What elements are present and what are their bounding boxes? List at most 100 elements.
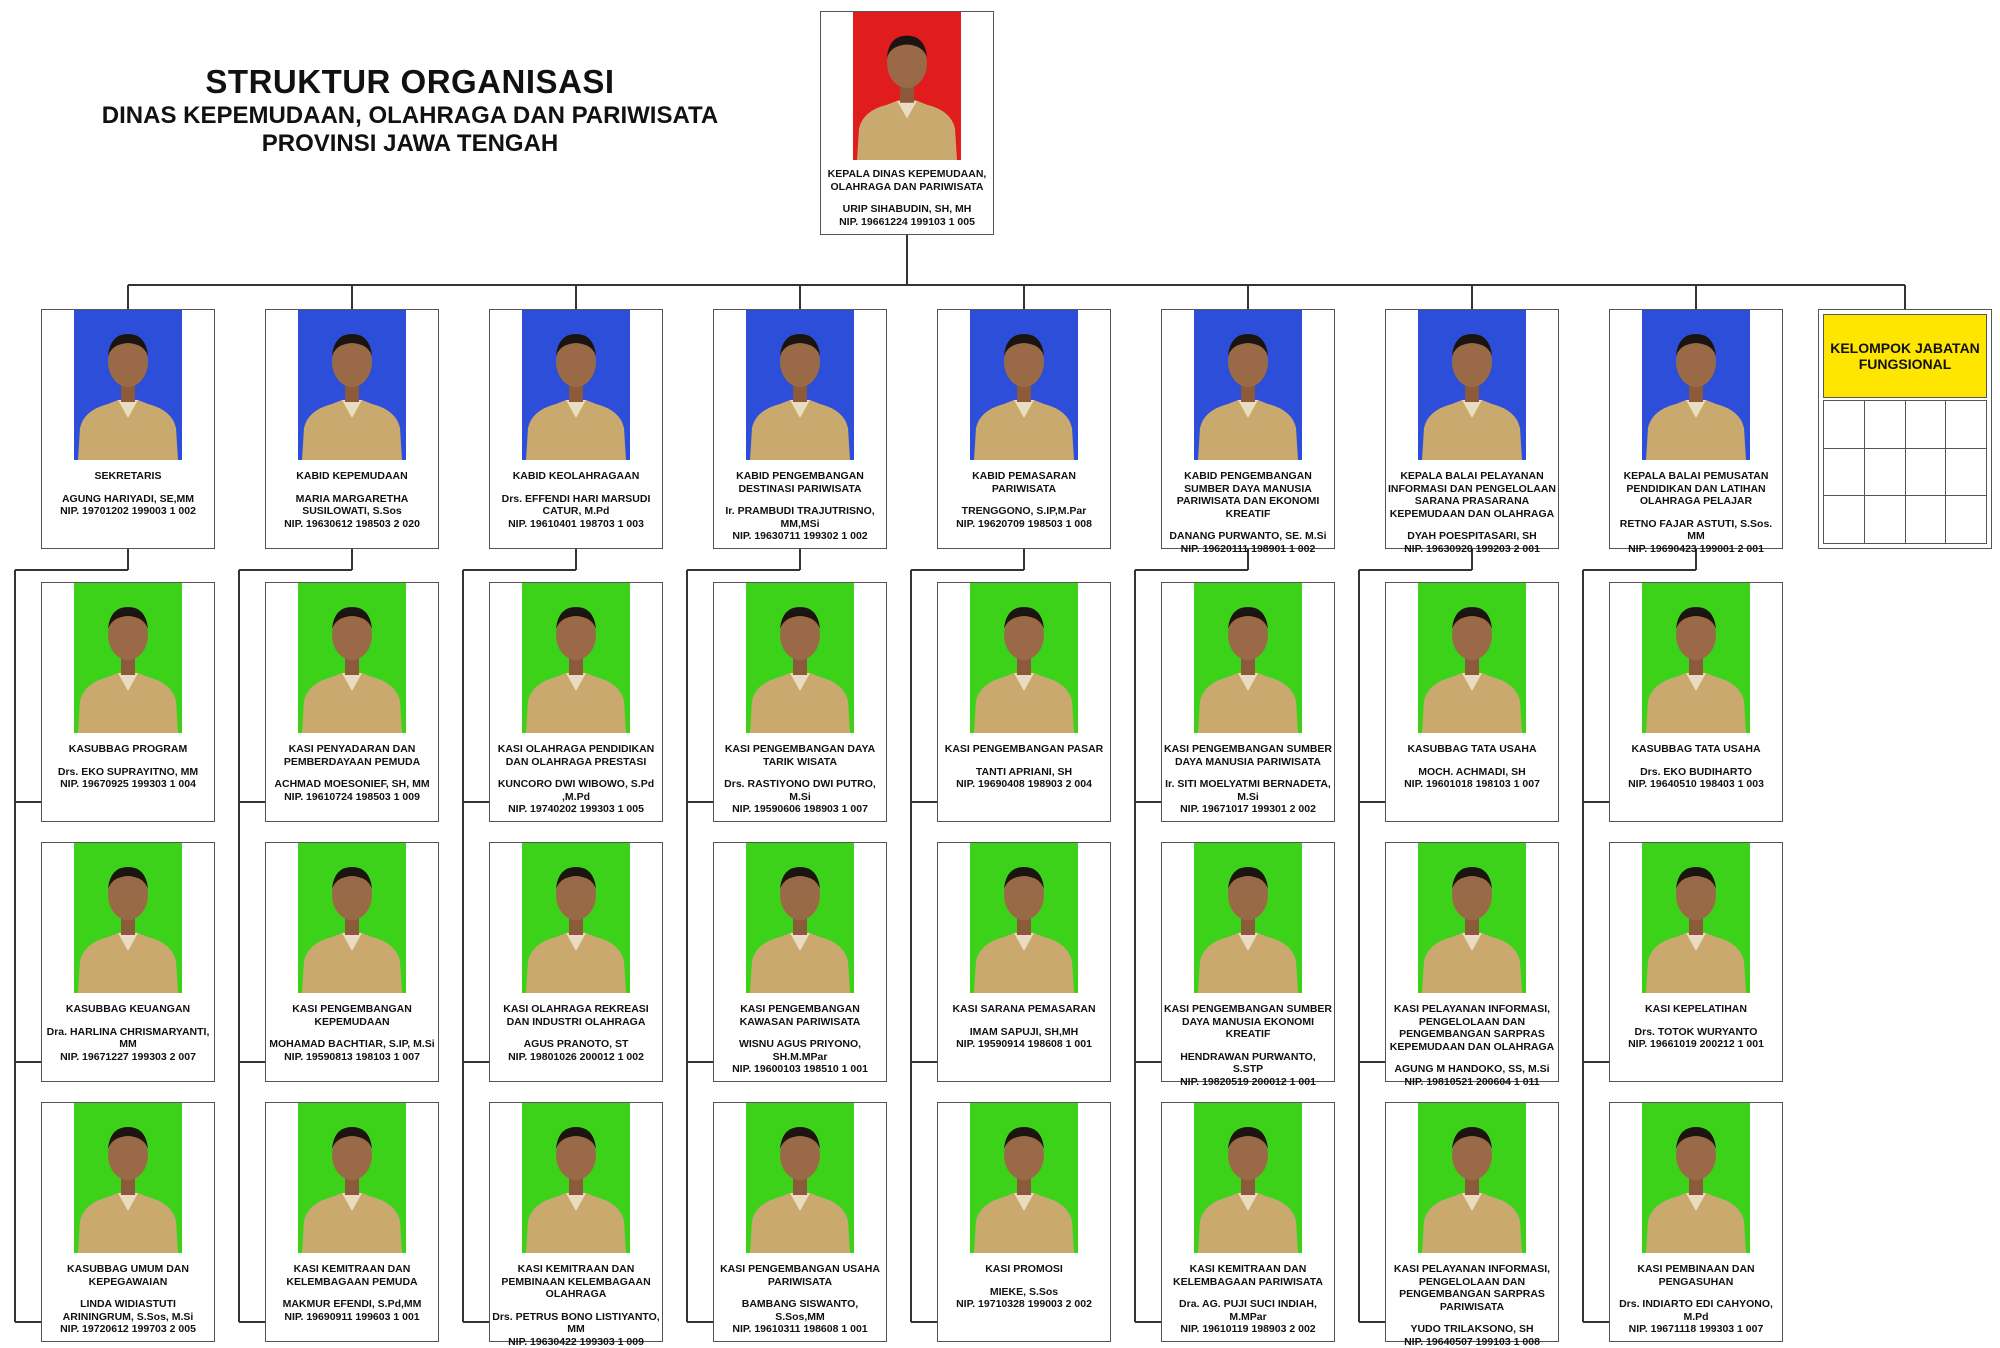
subsection-card: KASI PELAYANAN INFORMASI, PENGELOLAAN DA… xyxy=(1385,1102,1559,1348)
subsection-card: KASI OLAHRAGA REKREASI DAN INDUSTRI OLAH… xyxy=(489,842,663,1082)
position-title: KEPALA BALAI PELAYANAN INFORMASI DAN PEN… xyxy=(1388,470,1556,520)
person-name: Dra. AG. PUJI SUCI INDIAH, M.MPar xyxy=(1179,1298,1317,1323)
position-title: KASUBBAG KEUANGAN xyxy=(65,1003,191,1015)
subsection-photo xyxy=(298,583,406,733)
person-name: DYAH POESPITASARI, SH xyxy=(1407,530,1537,542)
fungsional-label: KELOMPOK JABATAN FUNGSIONAL xyxy=(1823,314,1987,398)
person-nip: NIP. 19610401 198703 1 003 xyxy=(508,517,644,530)
person-nip: NIP. 19601018 198103 1 007 xyxy=(1404,778,1540,790)
person-name: Drs. EFFENDI HARI MARSUDI CATUR, M.Pd xyxy=(501,492,651,518)
position-title: KASUBBAG PROGRAM xyxy=(68,743,188,755)
person-nip: NIP. 19620709 198503 1 008 xyxy=(956,517,1092,530)
position-title: KASI KEMITRAAN DAN KELEMBAGAAN PEMUDA xyxy=(286,1263,418,1288)
person-nip: NIP. 19610311 198608 1 001 xyxy=(732,1323,868,1335)
position-title: KABID KEOLAHRAGAAN xyxy=(512,470,640,482)
person-name: AGUS PRANOTO, ST xyxy=(523,1038,629,1050)
subsection-card: KASI PELAYANAN INFORMASI, PENGELOLAAN DA… xyxy=(1385,842,1559,1088)
person-nip: NIP. 19600103 198510 1 001 xyxy=(732,1063,868,1075)
division-head-card: KEPALA BALAI PEMUSATAN PENDIDIKAN DAN LA… xyxy=(1609,309,1783,555)
position-title: KASI PELAYANAN INFORMASI, PENGELOLAAN DA… xyxy=(1393,1263,1551,1313)
person-name: MARIA MARGARETHA SUSILOWATI, S.Sos xyxy=(295,492,409,518)
person-name: AGUNG HARIYADI, SE,MM xyxy=(61,492,195,505)
person-nip: NIP. 19590813 198103 1 007 xyxy=(284,1050,420,1063)
subsection-card: KASUBBAG UMUM DAN KEPEGAWAIAN LINDA WIDIA… xyxy=(41,1102,215,1342)
position-title: KASI PENGEMBANGAN KAWASAN PARIWISATA xyxy=(739,1003,861,1028)
position-title: KABID PEMASARAN PARIWISATA xyxy=(972,470,1076,495)
position-title: KASI KEPELATIHAN xyxy=(1645,1003,1747,1015)
person-nip: NIP. 19820519 200012 1 001 xyxy=(1180,1075,1316,1088)
position-title: KASI PROMOSI xyxy=(985,1263,1063,1275)
position-title: KASUBBAG UMUM DAN KEPEGAWAIAN xyxy=(67,1263,189,1288)
person-name: Drs. RASTIYONO DWI PUTRO, M.Si xyxy=(724,778,876,803)
grid-cell xyxy=(1824,496,1865,544)
person-nip: NIP. 19740202 199303 1 005 xyxy=(508,803,644,815)
person-nip: NIP. 19690423 199001 2 001 xyxy=(1628,542,1764,555)
chart-title-block: STRUKTUR ORGANISASI DINAS KEPEMUDAAN, OL… xyxy=(40,62,780,158)
person-nip: NIP. 19661019 200212 1 001 xyxy=(1628,1038,1764,1050)
position-title: KASI PENGEMBANGAN KEPEMUDAAN xyxy=(292,1003,412,1028)
position-title: KABID KEPEMUDAAN xyxy=(296,470,408,482)
position-title: KABID PENGEMBANGAN DESTINASI PARIWISATA xyxy=(736,470,864,495)
head-nip: NIP. 19661224 199103 1 005 xyxy=(839,215,975,228)
position-title: KASI PENGEMBANGAN DAYA TARIK WISATA xyxy=(724,743,876,768)
subsection-card: KASI PENGEMBANGAN SUMBER DAYA MANUSIA EK… xyxy=(1161,842,1335,1088)
person-nip: NIP. 19690408 198903 2 004 xyxy=(956,778,1092,790)
position-title: KASI OLAHRAGA REKREASI DAN INDUSTRI OLAH… xyxy=(503,1003,649,1028)
position-title: KEPALA BALAI PEMUSATAN PENDIDIKAN DAN LA… xyxy=(1623,470,1769,507)
subsection-photo xyxy=(1642,843,1750,993)
grid-cell xyxy=(1946,448,1987,497)
person-name: MAKMUR EFENDI, S.Pd,MM xyxy=(282,1298,422,1310)
subsection-card: KASI KEMITRAAN DAN KELEMBAGAAN PARIWISAT… xyxy=(1161,1102,1335,1342)
person-name: Dra. HARLINA CHRISMARYANTI, MM xyxy=(46,1025,210,1051)
person-name: Ir. SITI MOELYATMI BERNADETA, M.Si xyxy=(1165,778,1331,803)
position-title: KABID PENGEMBANGAN SUMBER DAYA MANUSIA P… xyxy=(1176,470,1320,520)
person-nip: NIP. 19710328 199003 2 002 xyxy=(956,1298,1092,1310)
person-name: LINDA WIDIASTUTI ARININGRUM, S.Sos, M.Si xyxy=(62,1298,194,1323)
person-name: TRENGGONO, S.IP,M.Par xyxy=(961,505,1087,517)
position-title: KASI PENYADARAN DAN PEMBERDAYAAN PEMUDA xyxy=(283,743,421,768)
subsection-photo xyxy=(970,843,1078,993)
division-head-photo xyxy=(970,310,1078,460)
division-head-photo xyxy=(74,310,182,460)
person-name: WISNU AGUS PRIYONO, SH.M.MPar xyxy=(738,1038,862,1063)
head-role: KEPALA DINAS KEPEMUDAAN, OLAHRAGA DAN PA… xyxy=(827,168,987,193)
person-name: YUDO TRILAKSONO, SH xyxy=(1410,1323,1534,1335)
position-title: KASI PENGEMBANGAN SUMBER DAYA MANUSIA PA… xyxy=(1164,743,1333,768)
subsection-photo xyxy=(746,843,854,993)
position-title: KASI SARANA PEMASARAN xyxy=(952,1003,1096,1015)
person-name: TANTI APRIANI, SH xyxy=(975,765,1073,778)
person-name: Drs. EKO BUDIHARTO xyxy=(1640,765,1752,778)
division-head-card: KEPALA BALAI PELAYANAN INFORMASI DAN PEN… xyxy=(1385,309,1559,555)
subsection-card: KASI KEMITRAAN DAN KELEMBAGAAN PEMUDA MAK… xyxy=(265,1102,439,1342)
grid-cell xyxy=(1905,401,1947,449)
person-nip: NIP. 19610119 198903 2 002 xyxy=(1180,1323,1316,1335)
grid-cell xyxy=(1905,496,1947,544)
person-nip: NIP. 19690911 199603 1 001 xyxy=(284,1310,420,1323)
person-nip: NIP. 19630612 198503 2 020 xyxy=(284,517,420,530)
subsection-photo xyxy=(74,583,182,733)
subsection-photo xyxy=(1642,583,1750,733)
subsection-photo xyxy=(1194,1103,1302,1253)
person-nip: NIP. 19671227 199303 2 007 xyxy=(60,1050,196,1063)
person-name: Drs. TOTOK WURYANTO xyxy=(1634,1025,1758,1038)
subsection-photo xyxy=(298,1103,406,1253)
person-nip: NIP. 19630711 199302 1 002 xyxy=(732,530,868,542)
subsection-photo xyxy=(746,1103,854,1253)
person-name: Ir. PRAMBUDI TRAJUTRISNO, MM,MSi xyxy=(725,505,875,530)
person-nip: NIP. 19670925 199303 1 004 xyxy=(60,778,196,790)
person-nip: NIP. 19620111 198901 1 002 xyxy=(1180,542,1316,555)
position-title: KASUBBAG TATA USAHA xyxy=(1407,743,1537,755)
grid-cell xyxy=(1864,496,1906,544)
division-head-photo xyxy=(1418,310,1526,460)
person-nip: NIP. 19590606 198903 1 007 xyxy=(732,803,868,815)
head-name: URIP SIHABUDIN, SH, MH xyxy=(842,203,972,215)
head-card: KEPALA DINAS KEPEMUDAAN, OLAHRAGA DAN PA… xyxy=(820,11,994,235)
fungsional-grid xyxy=(1823,400,1987,544)
